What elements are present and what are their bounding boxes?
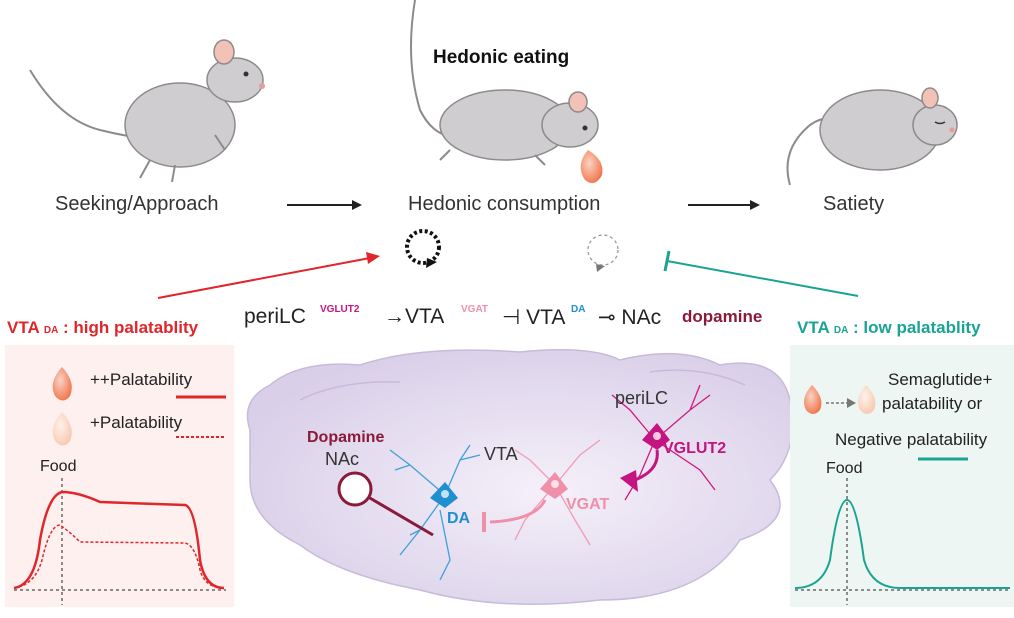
mouse-seeking-illustration [29,39,265,183]
brain-nac-label: NAc [325,449,360,469]
pathway-arrow-vta: →VTA [384,305,445,328]
cycle-icon-strong [405,229,441,268]
stage-arrows [287,200,760,210]
pathway-perilc: periLC [244,305,306,328]
pathway-da: DA [571,304,586,315]
cycle-icon-weak [587,234,619,272]
right-food-label: Food [826,460,863,477]
low-palatability-inhibition [663,250,859,297]
pathway-vgat: VGAT [461,304,489,315]
stage-label-satiety: Satiety [823,193,885,215]
left-panel-graphics [5,345,234,607]
left-item-high: ++Palatability [90,370,193,389]
brain-dopamine-label: Dopamine [307,429,385,446]
left-panel-title: VTA DA : high palatablity [7,318,199,337]
right-panel-title: VTA DA : low palatablity [797,318,981,337]
right-line-2: palatability or [882,394,983,413]
right-line-1: Semaglutide+ [888,370,993,389]
stage-label-consumption: Hedonic consumption [408,193,601,215]
brain-vglut2-label: VGLUT2 [663,440,727,457]
pathway-dopamine: dopamine [682,307,763,326]
left-food-label: Food [40,458,77,475]
mouse-satiety-illustration [786,87,958,186]
right-panel-graphics [790,345,1014,607]
figure-title: Hedonic eating [433,47,570,68]
pathway-vglut2: VGLUT2 [320,304,360,315]
brain-illustration [246,349,794,605]
brain-perilc-label: periLC [615,388,669,408]
pathway-nac: ⊸ NAc [598,306,662,329]
brain-vgat-label: VGAT [566,496,610,513]
stage-label-seeking: Seeking/Approach [55,193,219,215]
brain-da-label: DA [447,510,471,527]
brain-vta-label: VTA [484,444,518,464]
mouse-eating-illustration [410,0,603,184]
right-line-3: Negative palatability [835,430,988,449]
left-item-low: +Palatability [90,413,183,432]
pathway-inhib-vta: ⊣ VTA [502,306,566,329]
high-palatability-arrow [157,252,380,299]
